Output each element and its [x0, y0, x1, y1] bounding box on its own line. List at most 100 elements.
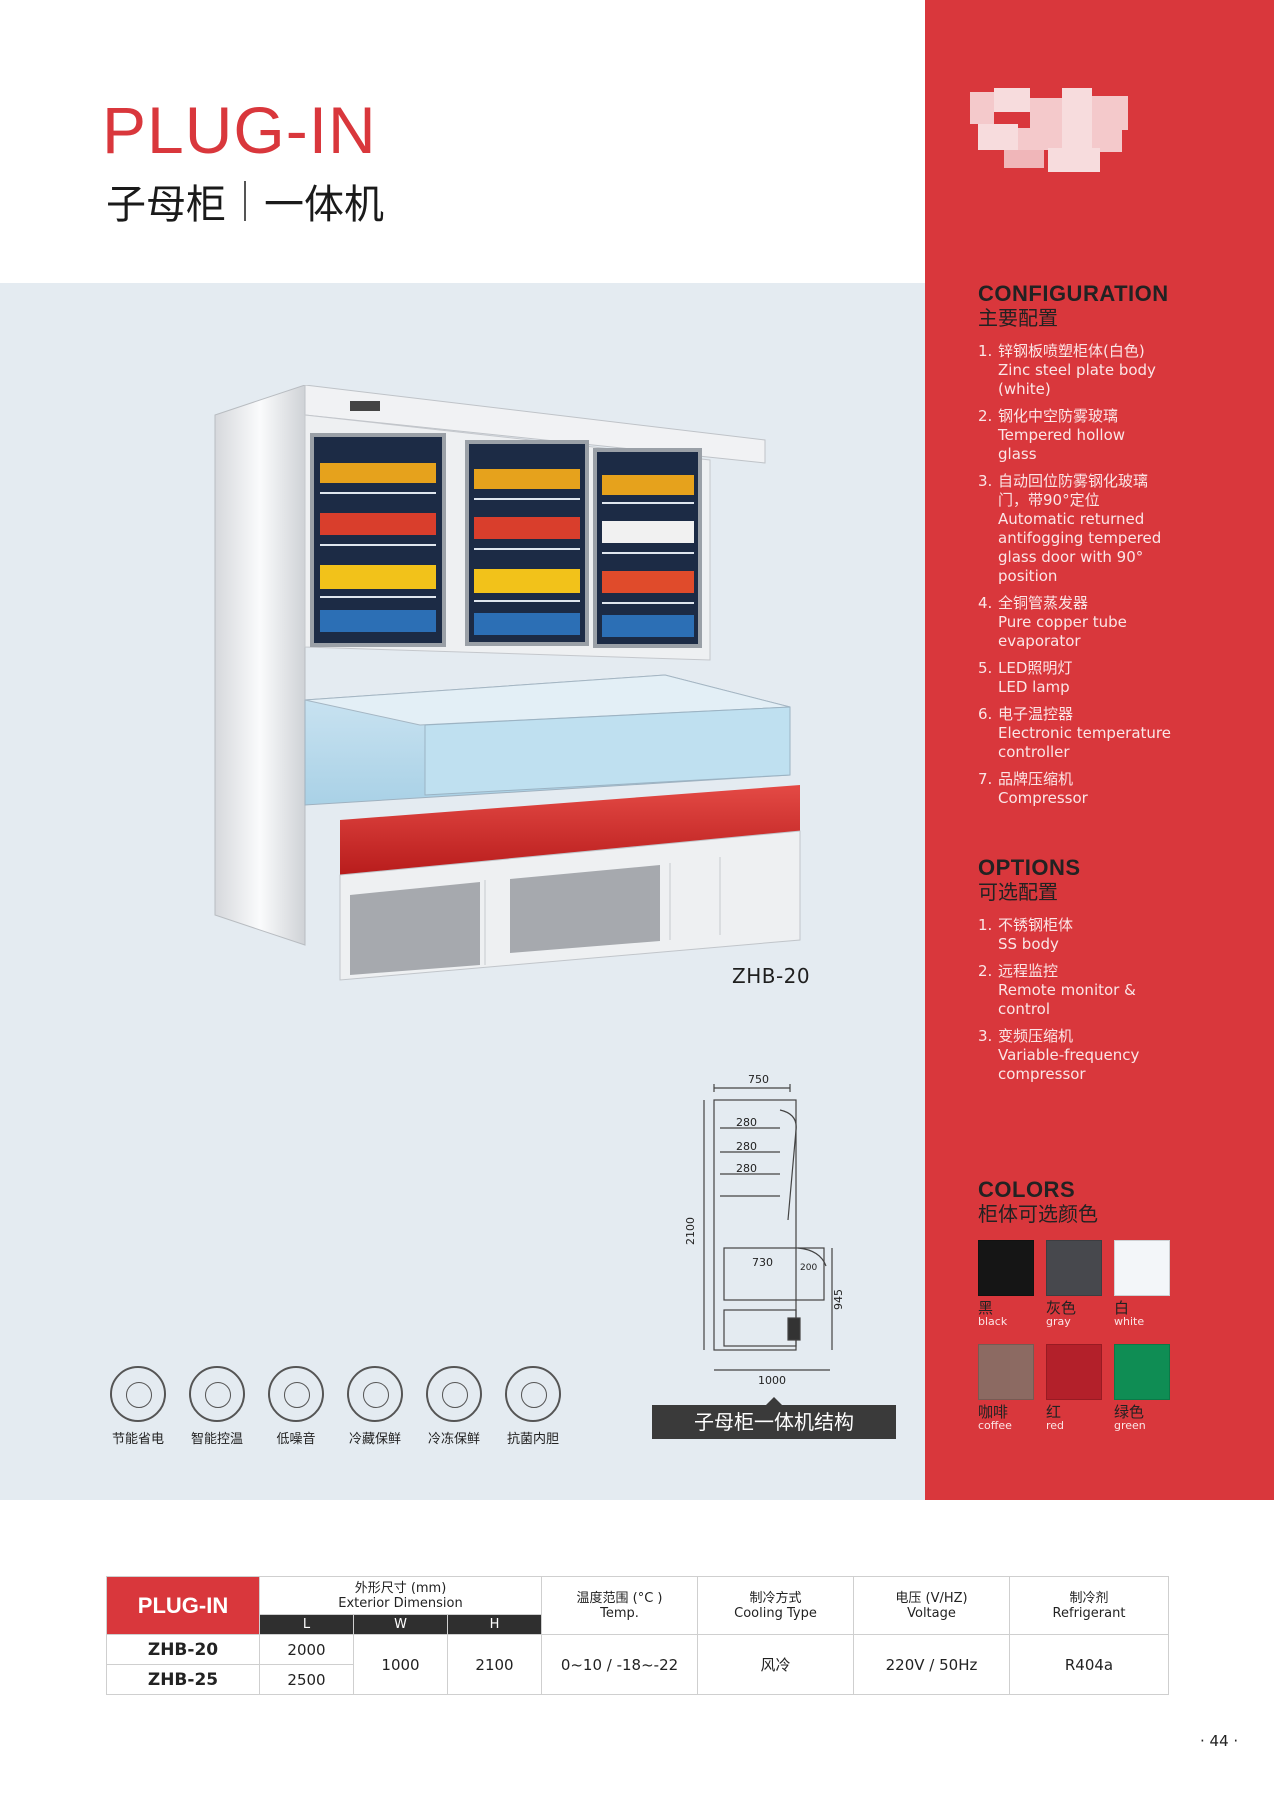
list-item-line: 钢化中空防雾玻璃 — [998, 407, 1119, 425]
color-swatch-chip — [1046, 1240, 1102, 1296]
list-item-line: glass door with 90° — [998, 548, 1144, 566]
dim-lower-height: 945 — [832, 1289, 845, 1310]
list-item-line: Electronic temperature — [998, 724, 1171, 742]
dim-shelf-2: 280 — [736, 1140, 757, 1153]
colors-title: COLORS — [978, 1177, 1076, 1202]
dim-height: 2100 — [684, 1217, 697, 1245]
table-row-model: ZHB-20 — [106, 1634, 260, 1665]
energy-saving-icon — [110, 1366, 166, 1422]
color-swatch-chip — [1114, 1240, 1170, 1296]
temp-header: 温度范围 (°C )Temp. — [541, 1576, 698, 1635]
table-height: 2100 — [447, 1634, 542, 1695]
antibacterial-icon — [505, 1366, 561, 1422]
options-title: OPTIONS — [978, 855, 1081, 880]
feature-item: 冷藏保鲜 — [341, 1366, 409, 1447]
configuration-title: CONFIGURATION — [978, 281, 1169, 306]
color-name-zh: 绿色 — [1114, 1403, 1145, 1421]
list-item-line: Variable-frequency — [998, 1046, 1140, 1064]
list-item-number: 7. — [978, 770, 993, 788]
list-item-line: LED照明灯 — [998, 659, 1073, 677]
page-number: · 44 · — [1200, 1732, 1239, 1750]
table-brand-cell: PLUG-IN — [106, 1576, 260, 1635]
list-item-line: compressor — [998, 1065, 1086, 1083]
list-item-line: (white) — [998, 380, 1051, 398]
list-item-line: 自动回位防雾钢化玻璃 — [998, 472, 1149, 490]
options-subtitle: 可选配置 — [978, 880, 1058, 904]
page-subtitle: 子母柜 一体机 — [106, 172, 384, 230]
product-image — [214, 385, 801, 981]
list-item-line: Remote monitor & — [998, 981, 1136, 999]
color-name-zh: 灰色 — [1046, 1299, 1077, 1317]
spec-table: PLUG-IN 外形尺寸 (mm)Exterior Dimension 温度范围… — [106, 1576, 1169, 1695]
color-name-en: coffee — [978, 1419, 1012, 1432]
table-width: 1000 — [353, 1634, 448, 1695]
list-item-line: 变频压缩机 — [998, 1027, 1074, 1045]
dim-shelf-1: 280 — [736, 1116, 757, 1129]
list-item-number: 1. — [978, 916, 993, 934]
list-item-line: antifogging tempered — [998, 529, 1162, 547]
model-label: ZHB-20 — [732, 964, 811, 988]
feature-item: 抗菌内胆 — [499, 1366, 567, 1447]
col-h: H — [447, 1614, 542, 1635]
structure-drawing: 750 280 280 280 730 200 1000 2100 945 — [684, 1073, 845, 1387]
color-swatch-chip — [1114, 1344, 1170, 1400]
list-item-number: 2. — [978, 407, 993, 425]
color-name-en: white — [1114, 1315, 1145, 1328]
list-item-line: 全铜管蒸发器 — [998, 594, 1089, 612]
table-row-length: 2500 — [259, 1664, 354, 1695]
table-row-model: ZHB-25 — [106, 1664, 260, 1695]
structure-caption: 子母柜一体机结构 — [652, 1397, 896, 1439]
speaker-icon — [268, 1366, 324, 1422]
list-item-line: control — [998, 1000, 1050, 1018]
list-item-line: 锌钢板喷塑柜体(白色) — [998, 342, 1145, 360]
list-item-number: 3. — [978, 1027, 993, 1045]
color-swatch-chip — [978, 1344, 1034, 1400]
feature-item: 低噪音 — [262, 1366, 330, 1447]
color-name-zh: 咖啡 — [978, 1403, 1009, 1421]
voltage-header: 电压 (V/HZ)Voltage — [853, 1576, 1010, 1635]
list-item-number: 3. — [978, 472, 993, 490]
list-item-line: position — [998, 567, 1058, 585]
feature-item: 节能省电 — [104, 1366, 172, 1447]
list-item-number: 2. — [978, 962, 993, 980]
feature-item: 智能控温 — [183, 1366, 251, 1447]
feature-item: 冷冻保鲜 — [420, 1366, 488, 1447]
configuration-list: 1.锌钢板喷塑柜体(白色)Zinc steel plate body(white… — [978, 342, 1268, 808]
color-swatch-chip — [1046, 1344, 1102, 1400]
subtitle-divider — [244, 181, 246, 221]
color-name-en: black — [978, 1315, 1008, 1328]
col-l: L — [259, 1614, 354, 1635]
list-item-line: 不锈钢柜体 — [998, 916, 1074, 934]
list-item-line: 品牌压缩机 — [998, 770, 1074, 788]
dim-header: 外形尺寸 (mm)Exterior Dimension — [259, 1576, 542, 1615]
page-title: PLUG-IN — [102, 93, 377, 167]
list-item-number: 5. — [978, 659, 993, 677]
subtitle-right: 一体机 — [264, 182, 384, 228]
list-item-number: 1. — [978, 342, 993, 360]
color-name-zh: 黑 — [978, 1299, 994, 1317]
list-item-line: glass — [998, 445, 1037, 463]
dim-lower-depth: 730 — [752, 1256, 773, 1269]
dim-bottom: 1000 — [758, 1374, 786, 1387]
list-item-line: Automatic returned — [998, 510, 1145, 528]
color-name-en: red — [1046, 1419, 1065, 1432]
color-swatch-chip — [978, 1240, 1034, 1296]
